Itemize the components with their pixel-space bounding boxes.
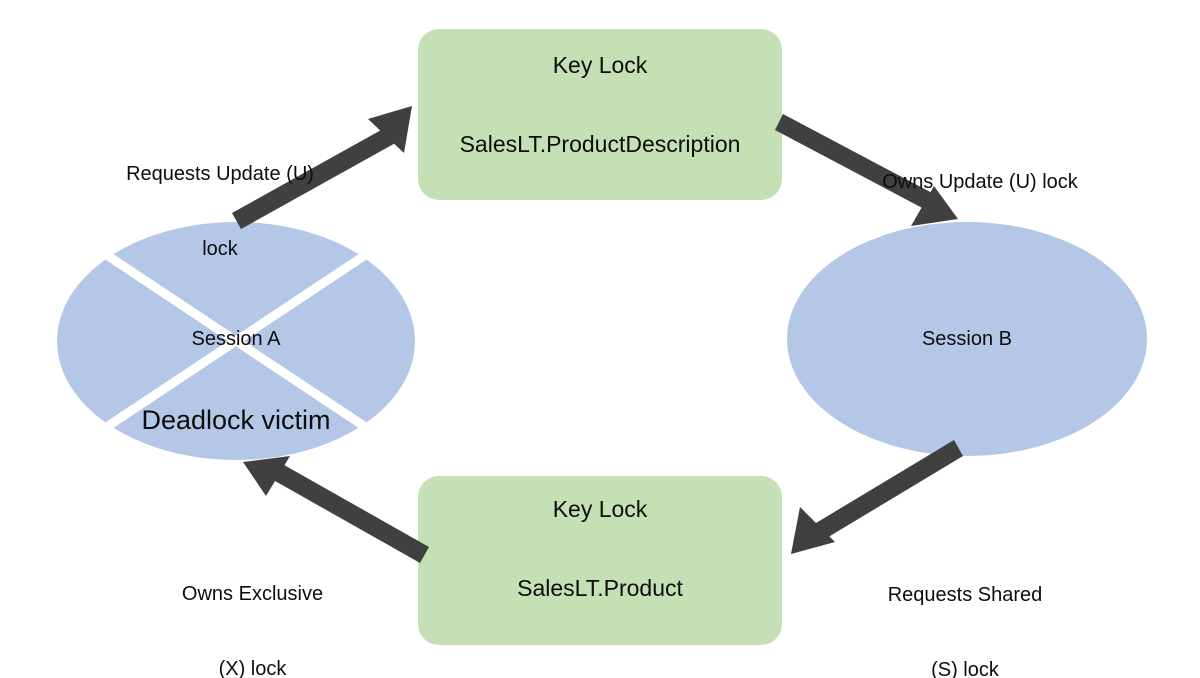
key-lock-bottom-box[interactable] <box>418 476 782 645</box>
key-lock-top-box[interactable] <box>418 29 782 200</box>
arrow-b-owns-update <box>775 114 958 226</box>
arrow-a-requests-update <box>232 106 412 229</box>
session-a-ellipse[interactable] <box>57 222 415 460</box>
arrow-b-requests-shared <box>791 440 963 554</box>
deadlock-cross-icon <box>57 222 415 460</box>
arrow-a-owns-exclusive <box>243 456 429 563</box>
session-b-ellipse[interactable] <box>787 222 1147 456</box>
